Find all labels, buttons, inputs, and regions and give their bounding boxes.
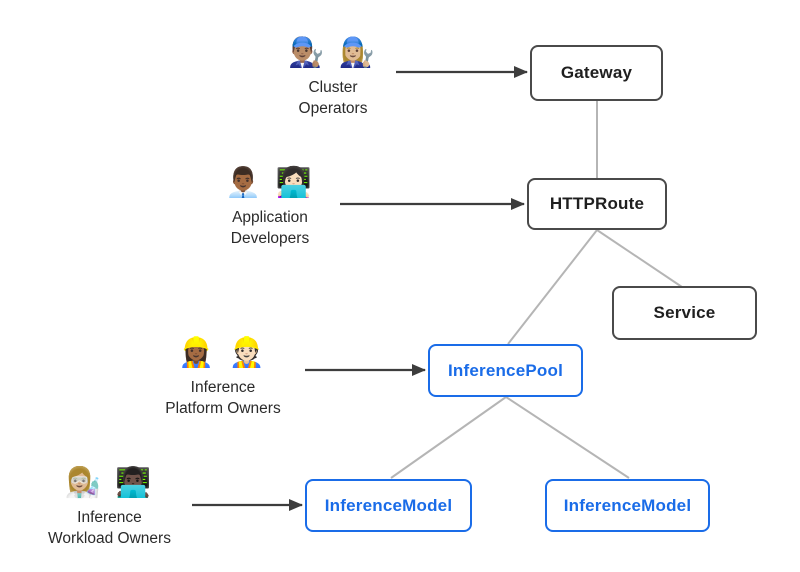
construction-workers-emoji-icon: 👷🏾‍♀️ 👷🏻 [178,337,268,369]
actor-label-line1: Inference [190,379,256,396]
actor-label-line1: Application [232,209,308,226]
node-service: Service [612,286,757,340]
actor-label-line2: Operators [298,100,368,117]
mechanics-emoji-icon: 👨🏽‍🔧 👩🏼‍🔧 [288,37,378,69]
node-inferencemodel-right: InferenceModel [545,479,710,532]
actor-label-line2: Workload Owners [48,530,171,547]
actor-inference-platform-owners: 👷🏾‍♀️ 👷🏻 Inference Platform Owners [133,333,313,419]
edge-inferencepool-inferencemodel-right [505,396,630,479]
edge-inferencepool-inferencemodel-left [390,396,507,479]
edge-httproute-inferencepool [507,229,598,345]
node-inferencemodel-left: InferenceModel [305,479,472,532]
scientist-technologist-emoji-icon: 👩🏼‍🔬 👨🏿‍💻 [64,467,155,499]
actor-label-line1: Cluster [308,79,358,96]
actor-label-line2: Developers [230,230,310,247]
actor-label-line1: Inference [77,509,142,526]
node-gateway: Gateway [530,45,663,101]
actor-label-line2: Platform Owners [165,400,281,417]
actor-inference-workload-owners: 👩🏼‍🔬 👨🏿‍💻 Inference Workload Owners [17,463,202,549]
edge-httproute-service [596,229,683,288]
node-inferencepool: InferencePool [428,344,583,397]
node-httproute: HTTPRoute [527,178,667,230]
developers-emoji-icon: 👨🏾‍💼 👩🏻‍💻 [225,167,315,199]
actor-cluster-operators: 👨🏽‍🔧 👩🏼‍🔧 Cluster Operators [253,33,413,119]
actor-application-developers: 👨🏾‍💼 👩🏻‍💻 Application Developers [190,163,350,249]
